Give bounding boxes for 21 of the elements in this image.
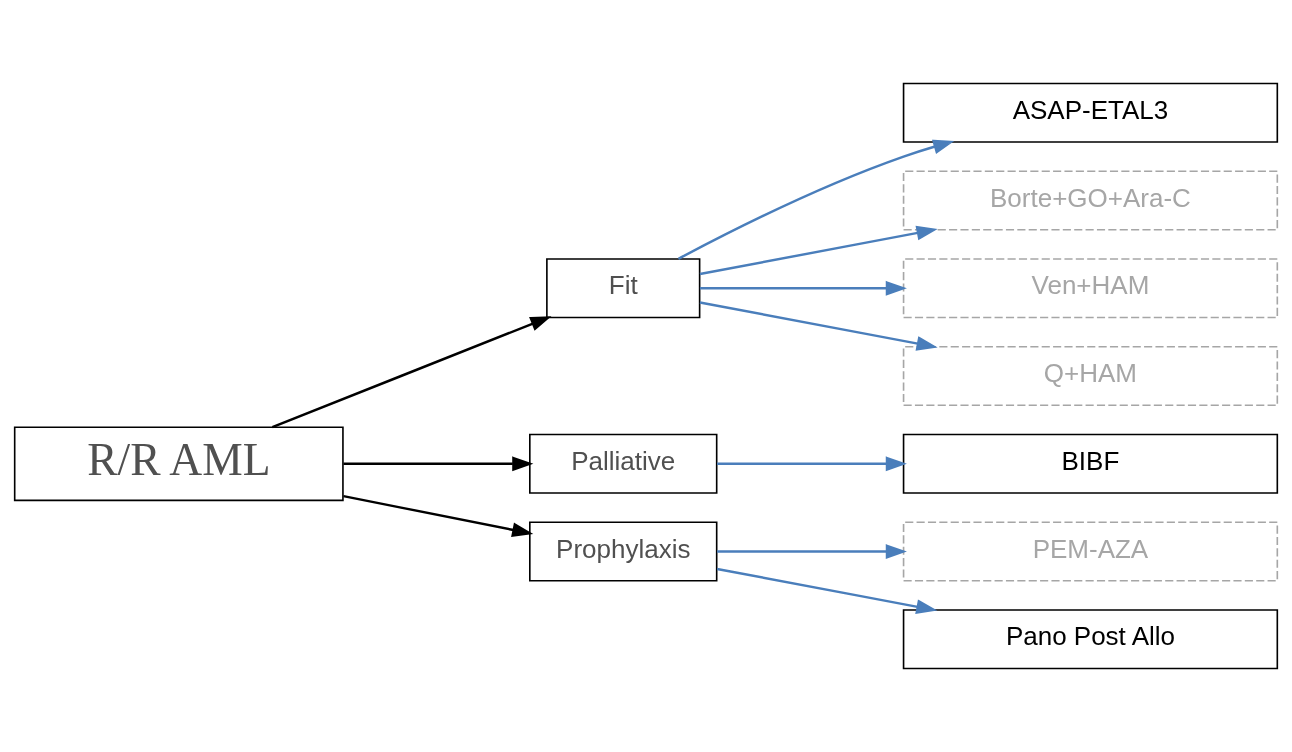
arrow (343, 494, 534, 538)
arrow (699, 280, 907, 296)
arrow (717, 544, 907, 559)
arrow (699, 301, 938, 351)
node-box: PEM-AZA (902, 521, 1279, 582)
node-box: Borte+GO+Ara-C (902, 170, 1279, 231)
arrow (677, 139, 955, 260)
arrow (343, 456, 534, 472)
node-box: BIBF (902, 433, 1279, 494)
node-box: Q+HAM (902, 345, 1279, 407)
node-box: Fit (546, 258, 701, 319)
node-box: ASAP-ETAL3 (902, 82, 1279, 143)
arrow (271, 316, 552, 429)
arrow (717, 456, 907, 472)
node-box: Ven+HAM (902, 258, 1279, 319)
node-box: Pano Post Allo (902, 609, 1279, 670)
node-box: R/R AML (13, 426, 344, 502)
arrow (699, 225, 938, 276)
arrow (716, 567, 938, 614)
node-box: Prophylaxis (529, 521, 718, 582)
node-box: Palliative (529, 433, 718, 494)
